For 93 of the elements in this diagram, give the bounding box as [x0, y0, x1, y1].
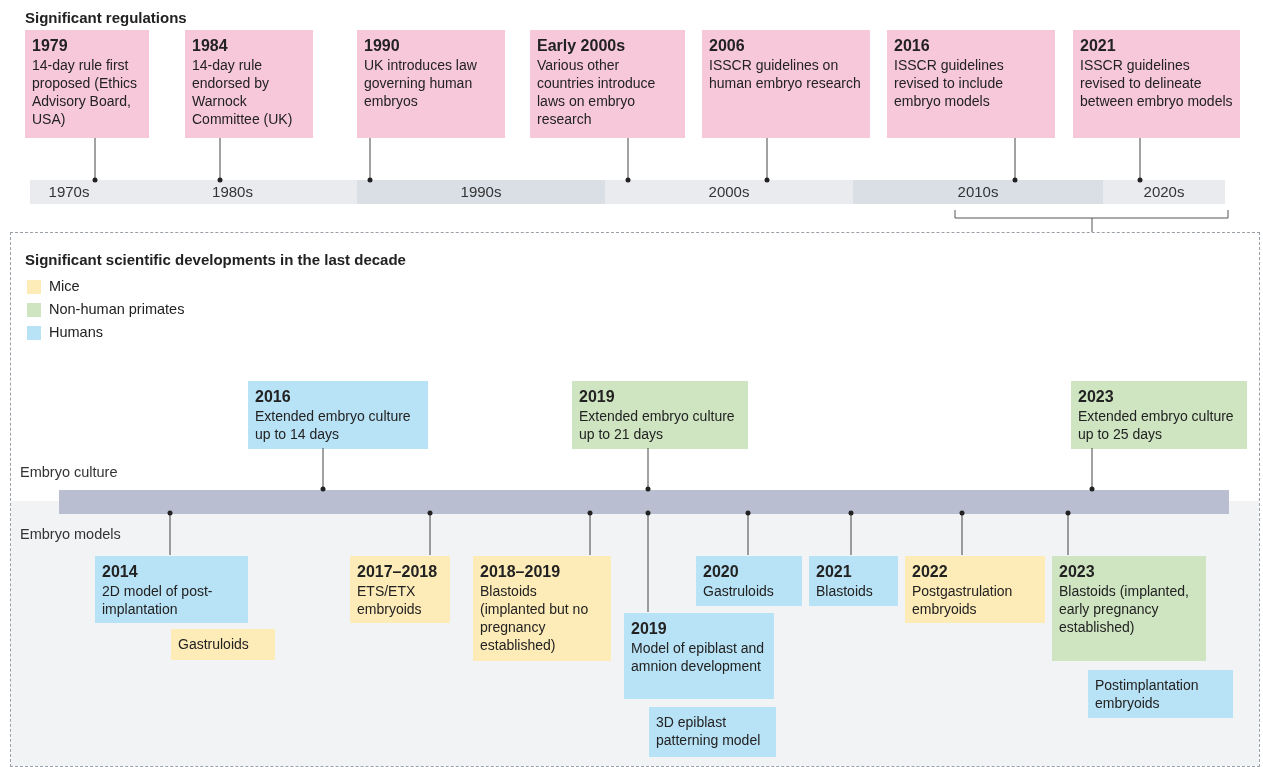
leader-line [367, 137, 373, 183]
legend-label: Mice [49, 277, 80, 296]
event-box [530, 30, 685, 138]
leader-line [1089, 447, 1095, 492]
event-year: 2021 [1080, 36, 1117, 56]
decade-band: 1970s [30, 180, 108, 204]
legend-label: Non-human primates [49, 300, 185, 319]
leader-line [1065, 510, 1071, 556]
event-year: 1990 [364, 36, 401, 56]
event-description: Extended embryo culture up to 14 days [255, 407, 412, 443]
leader-line [764, 137, 770, 183]
event-box [572, 381, 748, 449]
leader-line [1012, 137, 1018, 183]
event-box [1071, 381, 1247, 449]
event-box [905, 556, 1045, 623]
event-year: 1979 [32, 36, 69, 56]
row-label: Embryo culture [20, 463, 118, 482]
leader-line [427, 510, 433, 556]
event-year: 2016 [894, 36, 931, 56]
event-box [696, 556, 802, 606]
event-description: 14-day rule endorsed by Warnock Committee (UK) [192, 56, 294, 128]
dashed-panel [10, 232, 1260, 767]
decade-band: 2020s [1103, 180, 1225, 204]
event-box [357, 30, 505, 138]
event-year: 2019 [579, 387, 616, 407]
event-box [95, 556, 248, 623]
event-year: 2020 [703, 562, 740, 582]
event-description: ISSCR guidelines on human embryo research [709, 56, 862, 92]
leader-line [625, 137, 631, 183]
event-description: UK introduces law governing human embryos [364, 56, 478, 110]
leader-line [167, 510, 173, 556]
decade-band: 2000s [605, 180, 853, 204]
row-label: Embryo models [20, 525, 121, 544]
event-box [1052, 556, 1206, 661]
leader-line [217, 137, 223, 183]
event-box [25, 30, 149, 138]
timeline-bar [59, 490, 1229, 514]
leader-line [745, 510, 751, 556]
event-box [1088, 670, 1233, 718]
leader-line [645, 447, 651, 492]
event-box [702, 30, 870, 138]
leader-line [92, 137, 98, 183]
event-description: Postimplantation embryoids [1095, 676, 1200, 712]
decade-band: 2010s [853, 180, 1103, 204]
event-box [1073, 30, 1240, 138]
event-description: Blastoids (implanted but no pregnancy established) [480, 582, 590, 654]
event-year: 1984 [192, 36, 229, 56]
decade-band: 1990s [357, 180, 605, 204]
decade-band: 1980s [108, 180, 357, 204]
event-description: Postgastrulation embryoids [912, 582, 1014, 618]
event-description: Extended embryo culture up to 25 days [1078, 407, 1235, 443]
event-description: Extended embryo culture up to 21 days [579, 407, 736, 443]
event-description: Blastoids (implanted, early pregnancy established) [1059, 582, 1190, 636]
event-description: Blastoids [816, 582, 874, 600]
event-box [185, 30, 313, 138]
event-year: 2014 [102, 562, 139, 582]
event-box [649, 707, 776, 757]
leader-line [848, 510, 854, 556]
leader-line [320, 447, 326, 492]
event-box [473, 556, 611, 661]
event-description: ETS/ETX embryoids [357, 582, 423, 618]
event-year: 2022 [912, 562, 949, 582]
leader-line [959, 510, 965, 556]
event-year: 2006 [709, 36, 746, 56]
event-box [350, 556, 450, 623]
event-description: ISSCR guidelines revised to include embryo models [894, 56, 1005, 110]
event-description: 2D model of post-implantation [102, 582, 214, 618]
event-year: 2016 [255, 387, 292, 407]
panel-heading: Significant scientific developments in the last decade [25, 250, 406, 270]
legend-label: Humans [49, 323, 103, 342]
event-box [887, 30, 1055, 138]
event-description: Various other countries introduce laws on embryo research [537, 56, 657, 128]
event-box [624, 613, 774, 699]
event-box [248, 381, 428, 449]
event-year: 2023 [1059, 562, 1096, 582]
event-description: ISSCR guidelines revised to delineate between embryo models [1080, 56, 1233, 110]
event-year: 2023 [1078, 387, 1115, 407]
event-description: Gastruloids [178, 635, 250, 653]
event-year: 2019 [631, 619, 668, 639]
event-year: 2021 [816, 562, 853, 582]
event-description: 3D epiblast patterning model [656, 713, 762, 749]
leader-line [587, 510, 593, 556]
event-description: Gastruloids [703, 582, 775, 600]
event-year: 2017–2018 [357, 562, 439, 582]
section-heading: Significant regulations [25, 8, 187, 28]
event-year: 2018–2019 [480, 562, 562, 582]
event-box [809, 556, 898, 606]
leader-line [645, 510, 651, 613]
leader-line [1137, 137, 1143, 183]
event-year: Early 2000s [537, 36, 627, 56]
event-description: 14-day rule first proposed (Ethics Advisory Board, USA) [32, 56, 139, 128]
event-box [171, 629, 275, 660]
event-description: Model of epiblast and amnion development [631, 639, 766, 675]
